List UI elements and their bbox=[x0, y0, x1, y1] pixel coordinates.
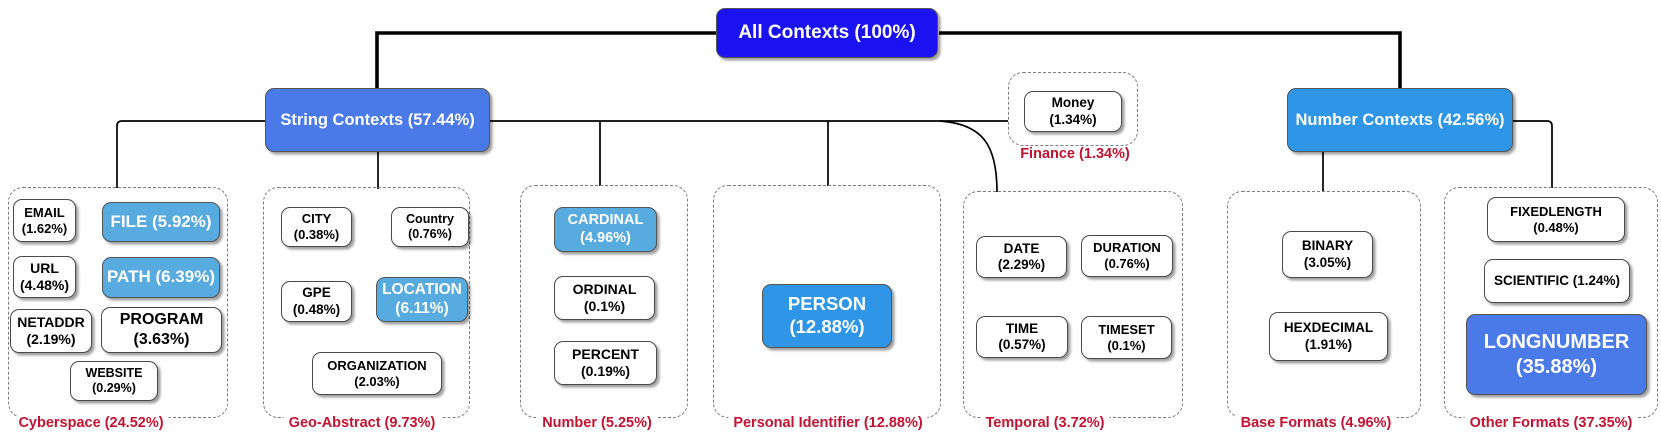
group-base-formats: Base Formats (4.96%) bbox=[1227, 191, 1421, 432]
node-fixedlength: FIXEDLENGTH (0.48%) bbox=[1487, 197, 1625, 242]
group-label-finance: Finance (1.34%) bbox=[1015, 146, 1135, 163]
node-hexdecimal: HEXDECIMAL (1.91%) bbox=[1269, 312, 1388, 361]
node-file: FILE (5.92%) bbox=[102, 202, 220, 242]
node-ordinal: ORDINAL (0.1%) bbox=[554, 276, 655, 320]
connector-root-branches bbox=[375, 31, 1402, 89]
node-string-contexts: String Contexts (57.44%) bbox=[265, 88, 490, 152]
node-website: WEBSITE (0.29%) bbox=[70, 361, 158, 401]
group-label-base-formats: Base Formats (4.96%) bbox=[1235, 415, 1397, 432]
node-path: PATH (6.39%) bbox=[102, 257, 220, 298]
node-scientific: SCIENTIFIC (1.24%) bbox=[1484, 259, 1630, 303]
node-duration: DURATION (0.76%) bbox=[1081, 235, 1173, 277]
node-url: URL (4.48%) bbox=[13, 256, 76, 298]
node-location: LOCATION (6.11%) bbox=[376, 277, 468, 322]
node-country: Country (0.76%) bbox=[391, 207, 469, 247]
group-label-cyberspace: Cyberspace (24.52%) bbox=[13, 415, 169, 432]
node-organization: ORGANIZATION (2.03%) bbox=[312, 352, 442, 395]
group-cyberspace: Cyberspace (24.52%) bbox=[8, 187, 228, 432]
node-netaddr: NETADDR (2.19%) bbox=[10, 309, 92, 353]
group-label-number: Number (5.25%) bbox=[537, 415, 657, 432]
connector-string-to-cyberspace bbox=[116, 120, 265, 188]
connector-number-to-otherformats bbox=[1513, 120, 1553, 188]
node-timeset: TIMESET (0.1%) bbox=[1081, 316, 1172, 359]
group-temporal: Temporal (3.72%) bbox=[963, 191, 1183, 432]
node-cardinal: CARDINAL (4.96%) bbox=[554, 207, 657, 252]
node-number-contexts: Number Contexts (42.56%) bbox=[1287, 88, 1513, 152]
group-other-formats: Other Formats (37.35%) bbox=[1444, 187, 1658, 432]
node-email: EMAIL (1.62%) bbox=[13, 199, 76, 242]
node-all-contexts: All Contexts (100%) bbox=[716, 8, 938, 58]
node-gpe: GPE (0.48%) bbox=[281, 281, 352, 322]
group-personal-identifier: Personal Identifier (12.88%) bbox=[713, 185, 941, 432]
connector-string-to-temporal bbox=[939, 120, 998, 193]
node-person: PERSON (12.88%) bbox=[762, 284, 892, 348]
node-percent: PERCENT (0.19%) bbox=[554, 341, 657, 385]
group-label-personal-identifier: Personal Identifier (12.88%) bbox=[728, 415, 928, 432]
node-date: DATE (2.29%) bbox=[976, 236, 1067, 278]
node-program: PROGRAM (3.63%) bbox=[101, 307, 222, 353]
node-time: TIME (0.57%) bbox=[976, 316, 1068, 358]
node-longnumber: LONGNUMBER (35.88%) bbox=[1466, 314, 1647, 395]
node-binary: BINARY (3.05%) bbox=[1282, 231, 1373, 278]
group-label-other-formats: Other Formats (37.35%) bbox=[1464, 415, 1638, 432]
node-money: Money (1.34%) bbox=[1024, 91, 1122, 132]
node-city: CITY (0.38%) bbox=[281, 207, 352, 247]
group-number: Number (5.25%) bbox=[520, 185, 688, 432]
group-label-temporal: Temporal (3.72%) bbox=[980, 415, 1110, 432]
group-label-geo-abstract: Geo-Abstract (9.73%) bbox=[283, 415, 441, 432]
group-geo-abstract: Geo-Abstract (9.73%) bbox=[263, 187, 470, 432]
group-finance: Finance (1.34%) bbox=[1008, 72, 1138, 163]
